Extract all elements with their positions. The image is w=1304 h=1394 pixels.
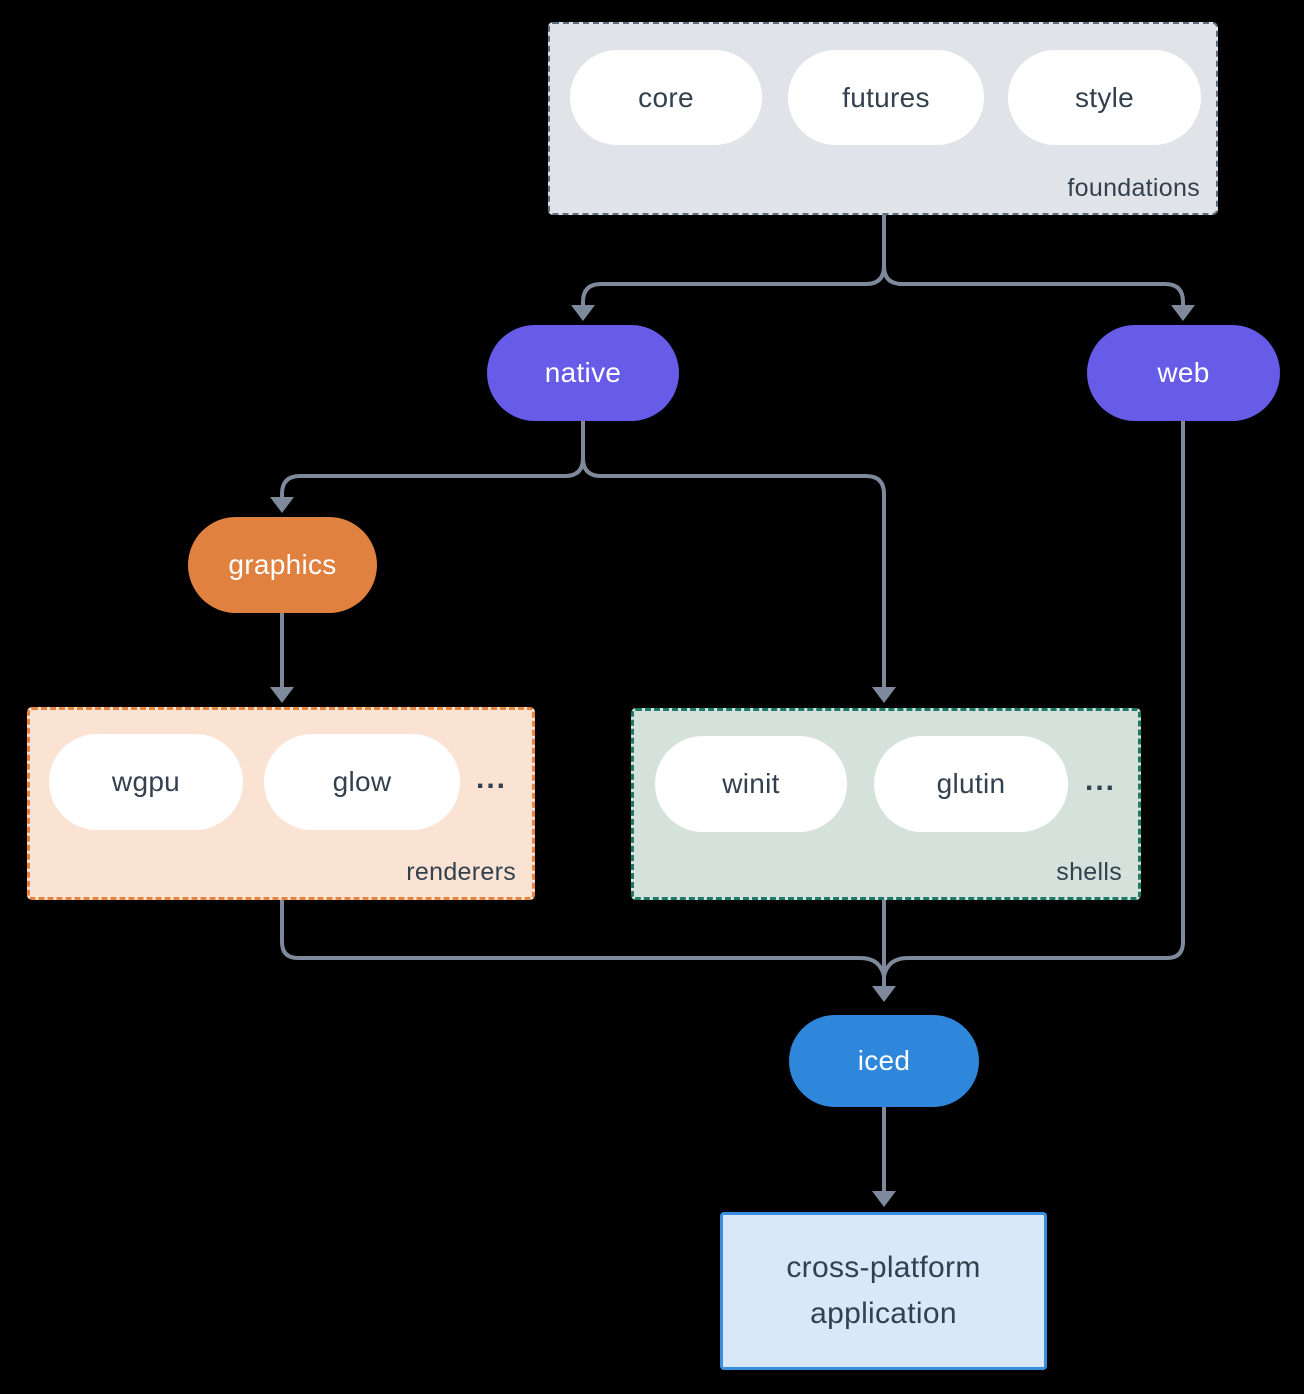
node-application-line1: cross-platform [786,1251,981,1284]
node-core: core [570,50,762,145]
edge-foundations-native [581,215,886,306]
node-futures-label: futures [842,81,930,113]
edge-native-graphics [280,421,585,498]
arrowhead-application [872,1191,896,1207]
node-graphics: graphics [188,517,377,613]
node-application: cross-platform application [720,1212,1047,1370]
renderers-ellipsis: ... [476,762,508,795]
edge-native-shells [581,421,886,688]
node-iced-label: iced [857,1045,911,1076]
node-iced: iced [789,1015,979,1107]
arrowhead-renderers [270,687,294,703]
node-style-label: style [1074,81,1135,113]
node-native: native [487,325,679,421]
group-renderers-label: renderers [406,858,516,886]
arrowhead-graphics [270,497,294,513]
arrowhead-shells [872,687,896,703]
node-glutin: glutin [874,736,1068,832]
node-wgpu: wgpu [49,734,243,830]
node-native-label: native [544,357,622,388]
node-web: web [1087,325,1280,421]
arrowhead-web [1171,305,1195,321]
edge-foundations-web [882,215,1185,306]
node-wgpu-label: wgpu [111,766,181,797]
node-futures: futures [788,50,984,145]
node-application-line2: application [810,1297,957,1330]
node-glow-label: glow [332,766,392,797]
node-glutin-label: glutin [936,768,1006,799]
shells-ellipsis: ... [1085,764,1117,797]
arrowhead-iced [872,986,896,1002]
node-glow: glow [264,734,460,830]
edge-renderers-iced [280,900,886,977]
node-web-label: web [1157,357,1210,388]
node-winit-label: winit [722,768,780,799]
group-foundations-label: foundations [1067,174,1200,202]
node-winit: winit [655,736,847,832]
node-graphics-label: graphics [228,549,337,580]
node-style: style [1008,50,1201,145]
node-core-label: core [638,81,694,113]
arrowhead-native [571,305,595,321]
group-shells-label: shells [1056,858,1122,886]
